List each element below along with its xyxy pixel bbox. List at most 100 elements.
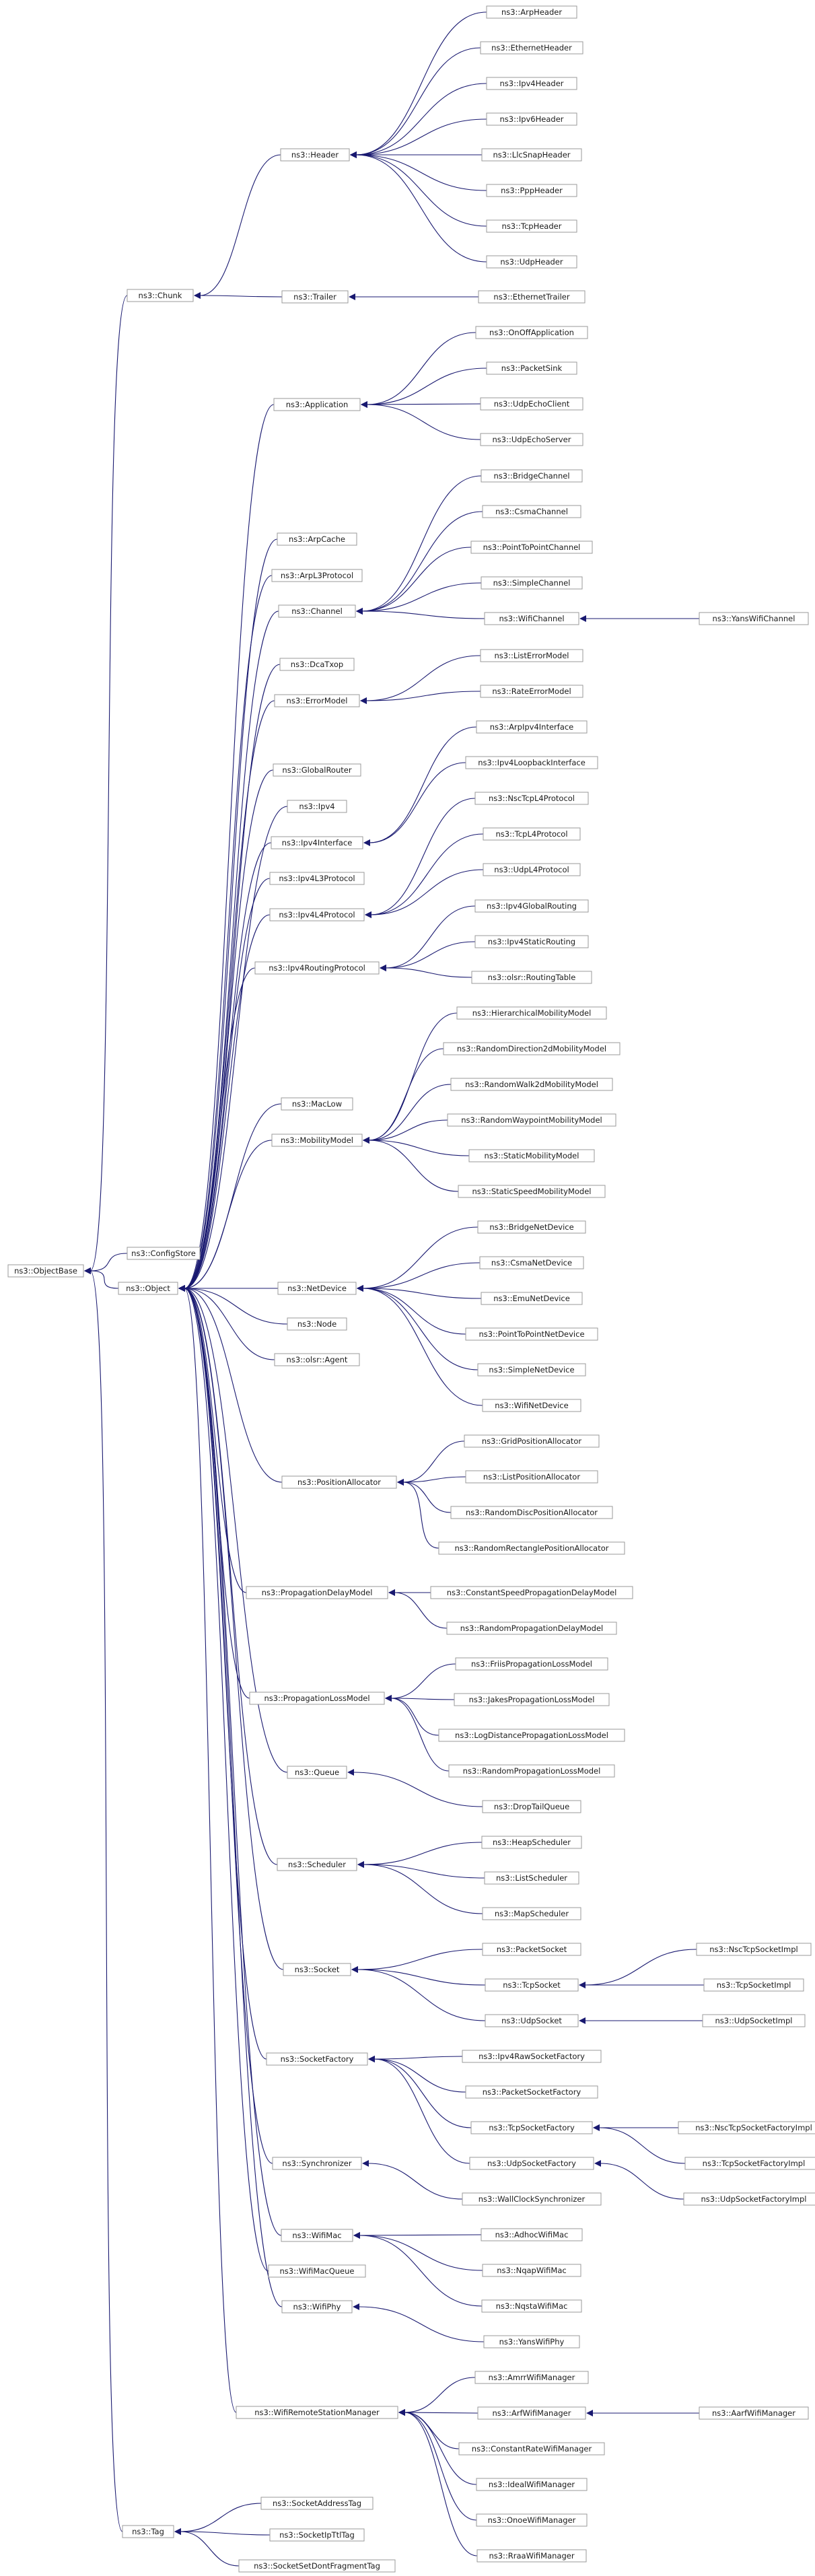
class-node-jakes-propagation-loss-model[interactable]: ns3::JakesPropagationLossModel <box>454 1693 610 1706</box>
class-node-mac-low[interactable]: ns3::MacLow <box>281 1097 353 1111</box>
class-node-packet-socket[interactable]: ns3::PacketSocket <box>482 1943 581 1956</box>
class-node-csma-channel[interactable]: ns3::CsmaChannel <box>482 505 581 518</box>
class-node-socket-factory[interactable]: ns3::SocketFactory <box>266 2052 368 2066</box>
class-node-random-propagation-loss-model[interactable]: ns3::RandomPropagationLossModel <box>448 1764 615 1778</box>
class-node-emu-net-device[interactable]: ns3::EmuNetDevice <box>481 1292 583 1305</box>
class-node-ppp-header[interactable]: ns3::PppHeader <box>486 184 577 197</box>
class-node-ipv4-l3-protocol[interactable]: ns3::Ipv4L3Protocol <box>269 872 365 885</box>
class-node-wall-clock-synchronizer[interactable]: ns3::WallClockSynchronizer <box>462 2192 602 2206</box>
class-node-random-direction2d-mobility-model[interactable]: ns3::RandomDirection2dMobilityModel <box>443 1042 621 1055</box>
class-node-ideal-wifi-manager[interactable]: ns3::IdealWifiManager <box>476 2478 588 2491</box>
class-node-node[interactable]: ns3::Node <box>287 1317 347 1331</box>
class-node-udp-echo-client[interactable]: ns3::UdpEchoClient <box>480 397 583 411</box>
class-node-csma-net-device[interactable]: ns3::CsmaNetDevice <box>479 1256 584 1269</box>
class-node-point-to-point-channel[interactable]: ns3::PointToPointChannel <box>470 541 593 554</box>
class-node-channel[interactable]: ns3::Channel <box>278 604 356 618</box>
class-node-ipv4-global-routing[interactable]: ns3::Ipv4GlobalRouting <box>474 899 589 913</box>
class-node-wifi-mac-queue[interactable]: ns3::WifiMacQueue <box>268 2264 366 2278</box>
class-node-ipv4[interactable]: ns3::Ipv4 <box>287 800 347 813</box>
class-node-ipv4-header[interactable]: ns3::Ipv4Header <box>486 77 577 90</box>
class-node-ipv4-static-routing[interactable]: ns3::Ipv4StaticRouting <box>474 935 589 948</box>
class-node-ipv6-header[interactable]: ns3::Ipv6Header <box>486 112 577 126</box>
class-node-config-store[interactable]: ns3::ConfigStore <box>127 1247 201 1260</box>
class-node-object[interactable]: ns3::Object <box>118 1282 178 1295</box>
class-node-bridge-channel[interactable]: ns3::BridgeChannel <box>481 469 583 483</box>
class-node-tcp-socket-factory[interactable]: ns3::TcpSocketFactory <box>470 2121 593 2134</box>
class-node-constant-rate-wifi-manager[interactable]: ns3::ConstantRateWifiManager <box>458 2442 605 2456</box>
class-node-wifi-phy[interactable]: ns3::WifiPhy <box>281 2300 353 2313</box>
class-node-application[interactable]: ns3::Application <box>273 398 361 411</box>
class-node-nqap-wifi-mac[interactable]: ns3::NqapWifiMac <box>482 2264 581 2277</box>
class-node-socket-address-tag[interactable]: ns3::SocketAddressTag <box>260 2497 374 2510</box>
class-node-random-walk2d-mobility-model[interactable]: ns3::RandomWalk2dMobilityModel <box>450 1078 613 1091</box>
class-node-amrr-wifi-manager[interactable]: ns3::AmrrWifiManager <box>474 2371 589 2384</box>
class-node-socket-set-dont-fragment-tag[interactable]: ns3::SocketSetDontFragmentTag <box>238 2559 396 2573</box>
class-node-queue[interactable]: ns3::Queue <box>287 1766 347 1779</box>
class-node-arf-wifi-manager[interactable]: ns3::ArfWifiManager <box>477 2406 586 2420</box>
class-node-object-base[interactable]: ns3::ObjectBase <box>7 1264 84 1278</box>
class-node-nsc-tcp-socket-impl[interactable]: ns3::NscTcpSocketImpl <box>696 1943 812 1956</box>
class-node-point-to-point-net-device[interactable]: ns3::PointToPointNetDevice <box>465 1327 598 1341</box>
class-node-random-disc-position-allocator[interactable]: ns3::RandomDiscPositionAllocator <box>450 1506 613 1519</box>
class-node-onoe-wifi-manager[interactable]: ns3::OnoeWifiManager <box>476 2513 588 2527</box>
class-node-packet-socket-factory[interactable]: ns3::PacketSocketFactory <box>465 2085 598 2099</box>
class-node-nsc-tcp-socket-factory-impl[interactable]: ns3::NscTcpSocketFactoryImpl <box>678 2121 815 2134</box>
class-node-dca-txop[interactable]: ns3::DcaTxop <box>279 658 355 671</box>
class-node-trailer[interactable]: ns3::Trailer <box>281 290 349 304</box>
class-node-random-waypoint-mobility-model[interactable]: ns3::RandomWaypointMobilityModel <box>447 1113 616 1127</box>
class-node-rate-error-model[interactable]: ns3::RateErrorModel <box>480 685 583 698</box>
class-node-grid-position-allocator[interactable]: ns3::GridPositionAllocator <box>464 1434 600 1448</box>
class-node-wifi-net-device[interactable]: ns3::WifiNetDevice <box>482 1399 581 1412</box>
class-node-constant-speed-propagation-delay-model[interactable]: ns3::ConstantSpeedPropagationDelayModel <box>430 1586 633 1599</box>
class-node-tcp-socket-impl[interactable]: ns3::TcpSocketImpl <box>703 1978 804 1992</box>
class-node-arp-cache[interactable]: ns3::ArpCache <box>277 532 357 546</box>
class-node-udp-socket[interactable]: ns3::UdpSocket <box>485 2014 579 2027</box>
class-node-simple-channel[interactable]: ns3::SimpleChannel <box>481 576 583 590</box>
class-node-propagation-delay-model[interactable]: ns3::PropagationDelayModel <box>246 1586 388 1599</box>
class-node-map-scheduler[interactable]: ns3::MapScheduler <box>482 1907 581 1920</box>
class-node-log-distance-propagation-loss-model[interactable]: ns3::LogDistancePropagationLossModel <box>438 1729 625 1742</box>
class-node-tcp-header[interactable]: ns3::TcpHeader <box>486 219 577 233</box>
class-node-ipv4-l4-protocol[interactable]: ns3::Ipv4L4Protocol <box>269 908 365 921</box>
class-node-wifi-remote-station-manager[interactable]: ns3::WifiRemoteStationManager <box>236 2406 398 2419</box>
class-node-ipv4-routing-protocol[interactable]: ns3::Ipv4RoutingProtocol <box>254 961 380 975</box>
class-node-random-rectangle-position-allocator[interactable]: ns3::RandomRectanglePositionAllocator <box>438 1541 625 1555</box>
class-node-wifi-channel[interactable]: ns3::WifiChannel <box>484 612 579 625</box>
class-node-adhoc-wifi-mac[interactable]: ns3::AdhocWifiMac <box>481 2228 583 2241</box>
class-node-arp-header[interactable]: ns3::ArpHeader <box>486 5 577 19</box>
class-node-friis-propagation-loss-model[interactable]: ns3::FriisPropagationLossModel <box>455 1657 608 1671</box>
class-node-random-propagation-delay-model[interactable]: ns3::RandomPropagationDelayModel <box>446 1622 617 1635</box>
class-node-list-error-model[interactable]: ns3::ListErrorModel <box>480 649 583 662</box>
class-node-olsr-routing-table[interactable]: ns3::olsr::RoutingTable <box>471 971 592 984</box>
class-node-simple-net-device[interactable]: ns3::SimpleNetDevice <box>477 1363 586 1377</box>
class-node-ipv4-interface[interactable]: ns3::Ipv4Interface <box>271 836 363 849</box>
class-node-heap-scheduler[interactable]: ns3::HeapScheduler <box>481 1836 582 1849</box>
class-node-static-speed-mobility-model[interactable]: ns3::StaticSpeedMobilityModel <box>458 1185 606 1198</box>
class-node-tag[interactable]: ns3::Tag <box>122 2525 174 2538</box>
class-node-ethernet-trailer[interactable]: ns3::EthernetTrailer <box>478 290 586 304</box>
class-node-udp-header[interactable]: ns3::UdpHeader <box>486 255 577 269</box>
class-node-socket-ip-ttl-tag[interactable]: ns3::SocketIpTtlTag <box>269 2528 365 2542</box>
class-node-bridge-net-device[interactable]: ns3::BridgeNetDevice <box>477 1220 586 1234</box>
class-node-position-allocator[interactable]: ns3::PositionAllocator <box>281 1475 397 1489</box>
class-node-nqsta-wifi-mac[interactable]: ns3::NqstaWifiMac <box>481 2299 582 2313</box>
class-node-list-position-allocator[interactable]: ns3::ListPositionAllocator <box>465 1470 598 1484</box>
class-node-socket[interactable]: ns3::Socket <box>283 1963 351 1976</box>
class-node-synchronizer[interactable]: ns3::Synchronizer <box>272 2157 362 2170</box>
class-node-wifi-mac[interactable]: ns3::WifiMac <box>281 2229 353 2242</box>
class-node-chunk[interactable]: ns3::Chunk <box>127 289 194 302</box>
class-node-ipv4-loopback-interface[interactable]: ns3::Ipv4LoopbackInterface <box>465 756 598 769</box>
class-node-mobility-model[interactable]: ns3::MobilityModel <box>271 1134 363 1147</box>
class-node-net-device[interactable]: ns3::NetDevice <box>277 1282 357 1295</box>
class-node-scheduler[interactable]: ns3::Scheduler <box>277 1858 357 1871</box>
class-node-ipv4-raw-socket-factory[interactable]: ns3::Ipv4RawSocketFactory <box>462 2050 602 2063</box>
class-node-rraa-wifi-manager[interactable]: ns3::RraaWifiManager <box>476 2549 587 2563</box>
class-node-nsc-tcp-l4-protocol[interactable]: ns3::NscTcpL4Protocol <box>474 792 589 805</box>
class-node-olsr-agent[interactable]: ns3::olsr::Agent <box>274 1353 360 1366</box>
class-node-tcp-socket-factory-impl[interactable]: ns3::TcpSocketFactoryImpl <box>684 2157 815 2170</box>
class-node-header[interactable]: ns3::Header <box>280 148 350 162</box>
class-node-on-off-application[interactable]: ns3::OnOffApplication <box>475 326 588 339</box>
class-node-ethernet-header[interactable]: ns3::EthernetHeader <box>480 41 583 55</box>
class-node-udp-socket-factory-impl[interactable]: ns3::UdpSocketFactoryImpl <box>683 2192 815 2206</box>
class-node-yans-wifi-channel[interactable]: ns3::YansWifiChannel <box>699 612 809 625</box>
